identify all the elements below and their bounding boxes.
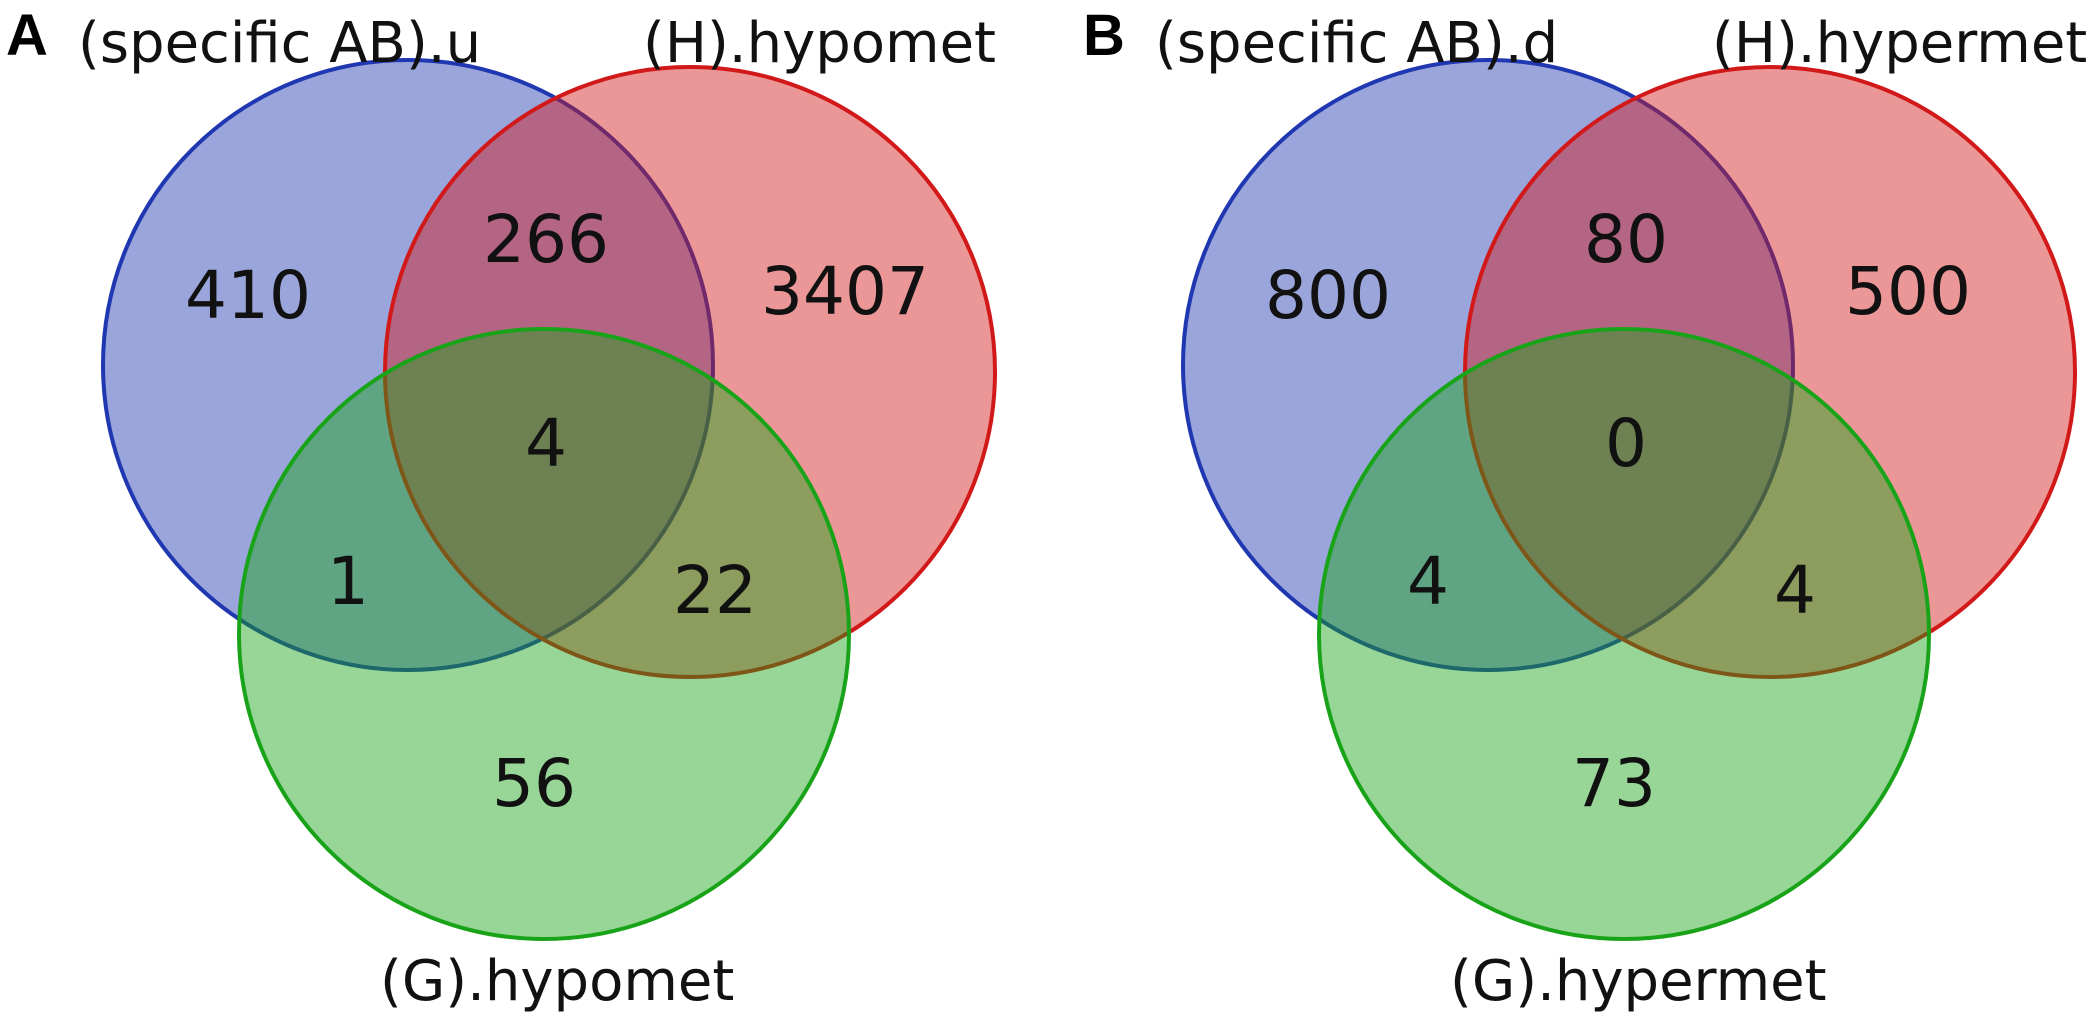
count-c-only: 73 bbox=[1572, 745, 1656, 822]
count-abc: 4 bbox=[525, 405, 567, 482]
count-c-only: 56 bbox=[492, 745, 576, 822]
count-b-only: 500 bbox=[1845, 253, 1971, 330]
venn-circle-set-a bbox=[1181, 58, 1795, 672]
set-label-a: (specific AB).d bbox=[1155, 11, 1558, 76]
count-ab: 80 bbox=[1584, 201, 1668, 278]
set-label-c: (G).hypomet bbox=[380, 949, 734, 1014]
count-a-only: 800 bbox=[1265, 257, 1391, 334]
panel-letter: B bbox=[1083, 3, 1125, 68]
venn-panel-b: B (specific AB).d (H).hypermet (G).hyper… bbox=[1083, 3, 2087, 1014]
set-label-b: (H).hypomet bbox=[643, 11, 996, 76]
count-ac: 1 bbox=[327, 543, 369, 620]
set-label-a: (specific AB).u bbox=[78, 11, 481, 76]
count-b-only: 3407 bbox=[761, 253, 929, 330]
count-abc: 0 bbox=[1605, 405, 1647, 482]
venn-circle-set-c bbox=[1317, 327, 1931, 941]
venn-circle-set-a bbox=[101, 58, 715, 672]
count-ac: 4 bbox=[1407, 543, 1449, 620]
venn-panel-a: A (specific AB).u (H).hypomet (G).hypome… bbox=[6, 3, 997, 1014]
count-bc: 4 bbox=[1774, 552, 1816, 629]
panel-letter: A bbox=[6, 3, 48, 68]
count-ab: 266 bbox=[483, 201, 609, 278]
venn-circle-set-c bbox=[237, 327, 851, 941]
count-bc: 22 bbox=[673, 552, 757, 629]
set-label-b: (H).hypermet bbox=[1712, 11, 2087, 76]
count-a-only: 410 bbox=[185, 257, 311, 334]
set-label-c: (G).hypermet bbox=[1450, 949, 1827, 1014]
